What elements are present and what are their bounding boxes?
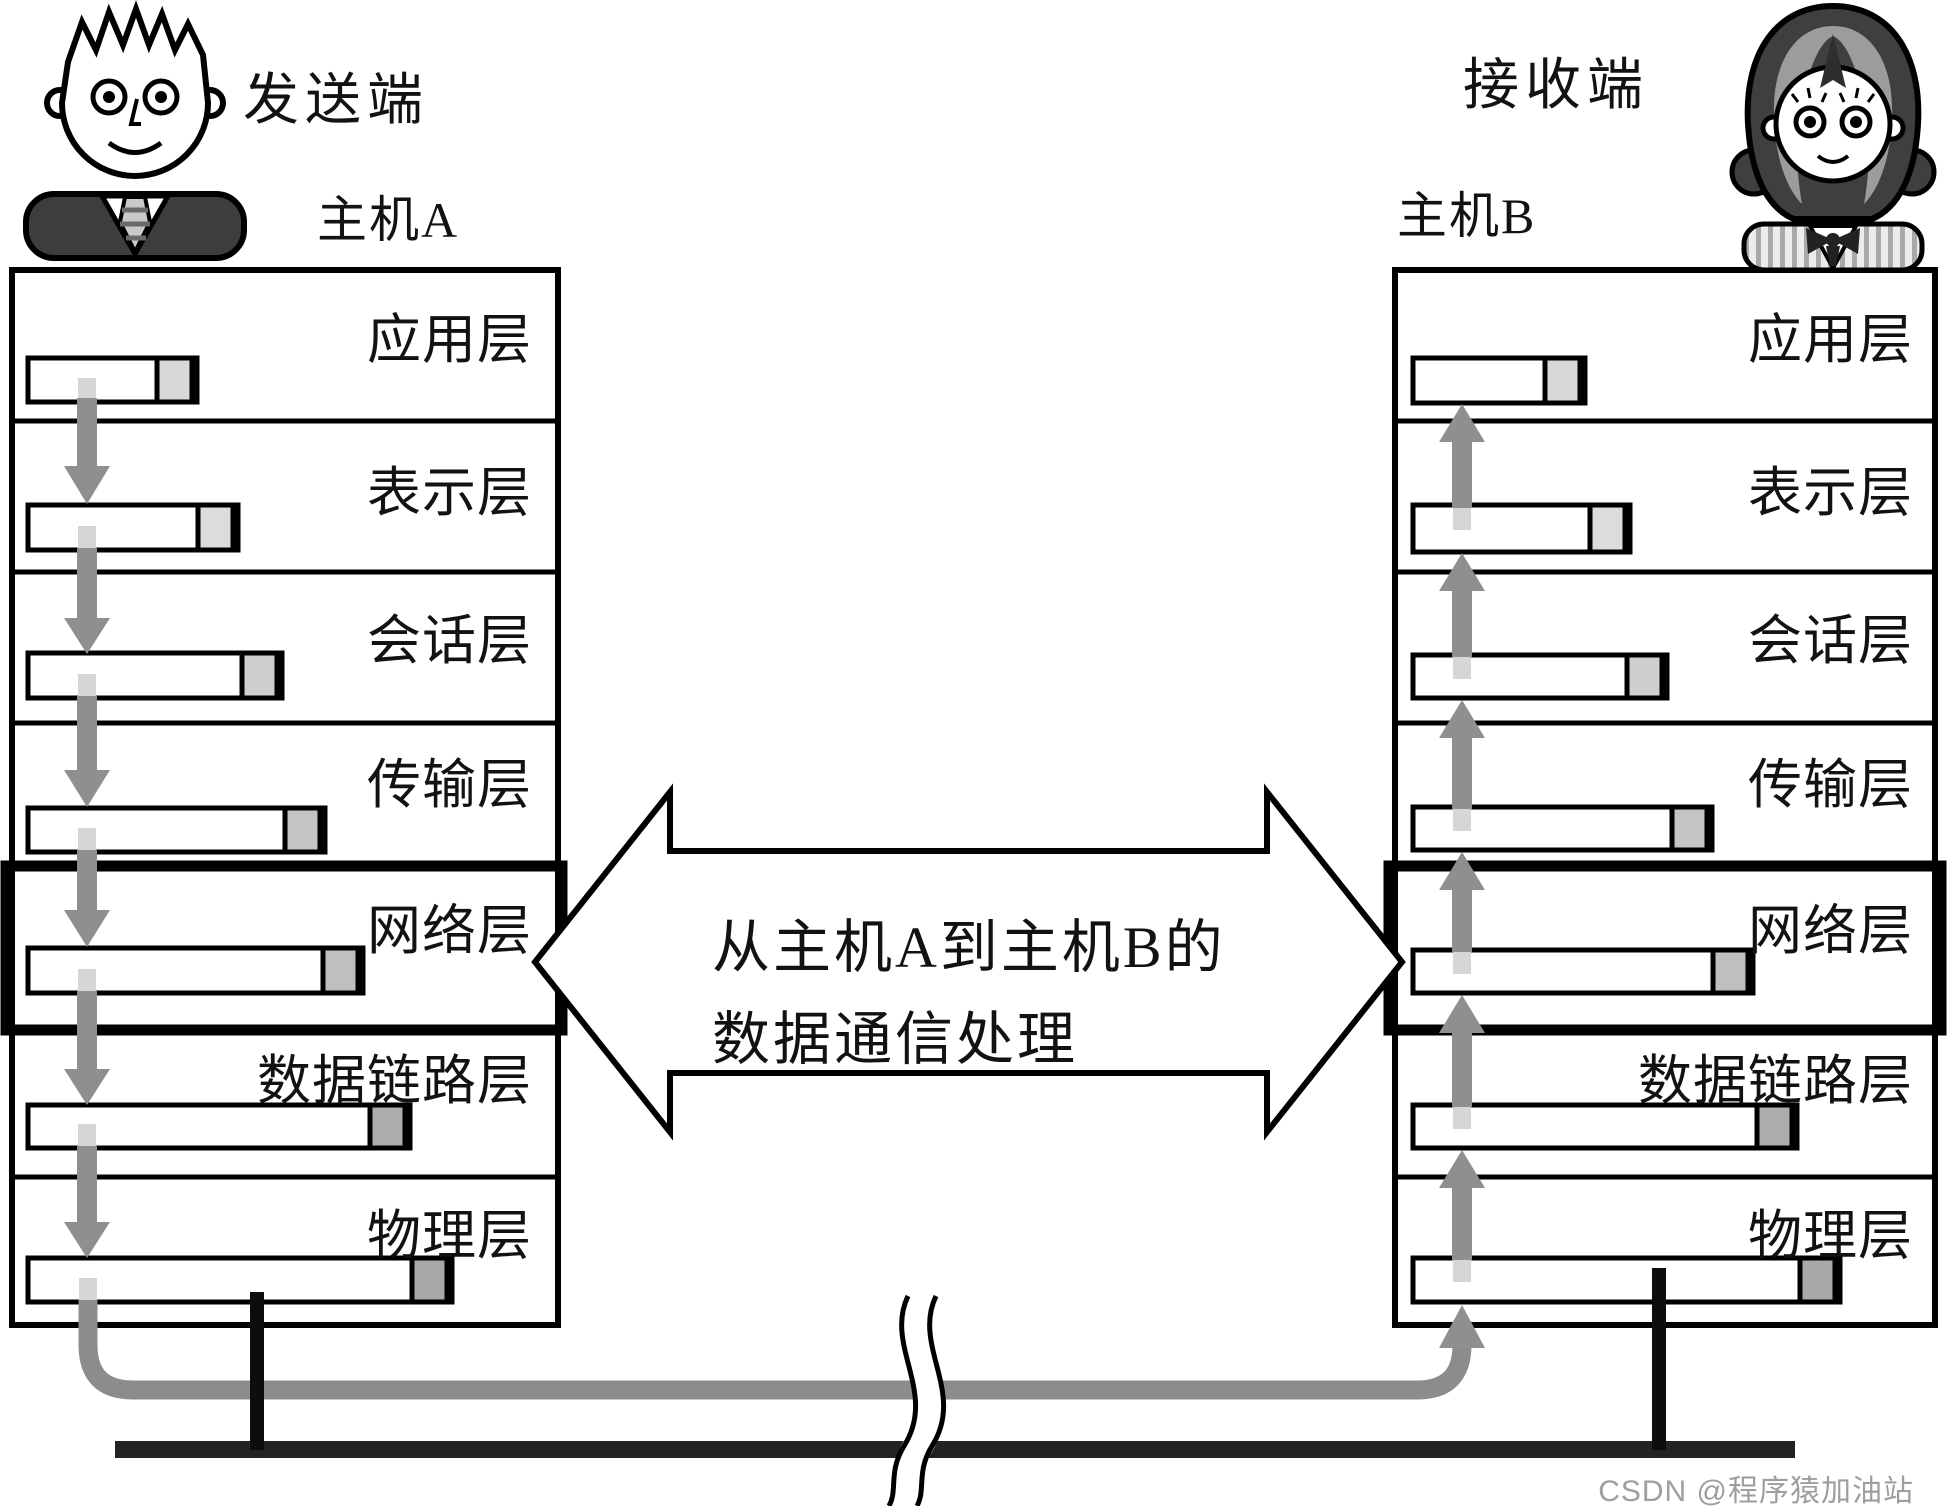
pdu-bar [1410,1255,1843,1305]
host-b-up-arrows [1439,404,1485,1282]
host-b-layer-label-network: 网络层 [1748,901,1913,961]
center-arrow-caption-line1: 从主机A到主机B的 [712,915,1226,980]
pdu-bar [25,1255,455,1305]
up-arrow-icon [1439,553,1485,591]
down-arrow-icon [64,466,110,504]
bow [1806,228,1833,254]
pdu-bar [1410,1102,1800,1151]
arrow-stub [78,378,96,400]
inner-hair [1773,26,1893,204]
host-b-cable-connector [1652,1268,1666,1450]
arrow-stub [1453,1260,1471,1282]
arrow-stub [78,526,96,548]
up-arrow-icon [1439,1305,1485,1348]
pdu-header-segment [195,502,236,553]
host-a-layer-label-session: 会话层 [367,611,532,671]
arrow-stub [1453,809,1471,831]
center-arrow-caption-line2: 数据通信处理 [712,1007,1079,1072]
pdu-header-segment [1797,1255,1838,1305]
double-arrow-shape [531,783,1406,1141]
down-arrow-icon [64,770,110,807]
arrow-stub [1453,952,1471,974]
host-a-layer-label-physical: 物理层 [367,1206,532,1266]
down-arrow-icon [64,1222,110,1258]
down-arrow-icon [64,1069,110,1105]
host-a-layer-label-datalink: 数据链路层 [257,1051,532,1111]
pdu-header-segment [154,355,195,405]
pdu-header-segment [1754,1102,1795,1151]
arrow-stub [79,1278,97,1300]
up-arrow-icon [1439,995,1485,1033]
pdu-header-segment [1710,947,1751,996]
bow-tails [1826,246,1840,266]
arrow-stub [1453,1107,1471,1129]
center-arrow-caption: 从主机A到主机B的 数据通信处理 [712,902,1226,1086]
host-b-layer-label-datalink: 数据链路层 [1638,1051,1913,1111]
bow [1833,228,1860,254]
host-b-layer-label-transport: 传输层 [1748,755,1913,815]
host-a-cable-connector [250,1292,264,1450]
up-arrow-icon [1439,700,1485,738]
receiver-role-label: 接收端 [1463,55,1649,117]
host-b-layer-label-physical: 物理层 [1748,1206,1913,1266]
arrow-stub [1453,508,1471,530]
sender-avatar [23,0,247,261]
smile [107,140,163,155]
pdu-header-segment [1587,502,1628,555]
sender-role-label: 发送端 [243,70,429,132]
pdu-header-segment [1542,355,1583,406]
pdu-header-segment [367,1102,408,1151]
pdu-header-segment [1669,804,1710,853]
host-a-layer-label-network: 网络层 [367,901,532,961]
bangs [1820,34,1846,88]
host-a-layer-label-transport: 传输层 [367,755,532,815]
bow-knot [1826,233,1840,247]
pdu-header-segment [320,945,361,996]
host-a-down-arrows [64,378,110,1300]
down-arrow-icon [64,618,110,654]
receiver-host-label: 主机B [1397,188,1537,244]
arrow-stub [78,1124,96,1146]
pdu-bar [25,805,328,855]
smile [1816,154,1850,164]
up-arrow-icon [1439,1150,1485,1188]
host-a-layer-label-application: 应用层 [367,310,532,370]
nose [128,98,141,126]
physical-transmission [78,1268,1795,1506]
down-arrow-icon [64,910,110,947]
host-a-pdu-bars [25,355,455,1305]
tie-stripes [120,207,150,241]
pdu-header-segment [409,1255,450,1305]
pdu-header-segment [282,805,323,855]
physical-medium-cable [115,1441,1795,1458]
host-b-layer-label-session: 会话层 [1748,611,1913,671]
head-with-spiky-hair [58,0,212,179]
gray-transmission-cable [78,1300,1472,1400]
arrow-stub [1453,657,1471,679]
cable-break-mark [886,1289,946,1506]
arrow-stub [78,674,96,696]
up-arrow-icon [1439,404,1485,442]
host-b-pdu-bars [1410,355,1843,1305]
host-a-layer-label-presentation: 表示层 [367,463,532,523]
arrow-stub [78,828,96,850]
arrow-stub [78,969,96,991]
watermark: CSDN @程序猿加油站 [1598,1475,1914,1508]
center-double-arrow [531,783,1406,1141]
host-b-layer-label-application: 应用层 [1748,310,1913,370]
eyelashes [1790,87,1876,103]
receiver-avatar [1729,2,1937,273]
pdu-header-segment [1624,652,1665,701]
host-b-layer-label-presentation: 表示层 [1748,463,1913,523]
pdu-header-segment [239,650,280,701]
up-arrow-icon [1439,852,1485,890]
sender-host-label: 主机A [317,192,460,248]
